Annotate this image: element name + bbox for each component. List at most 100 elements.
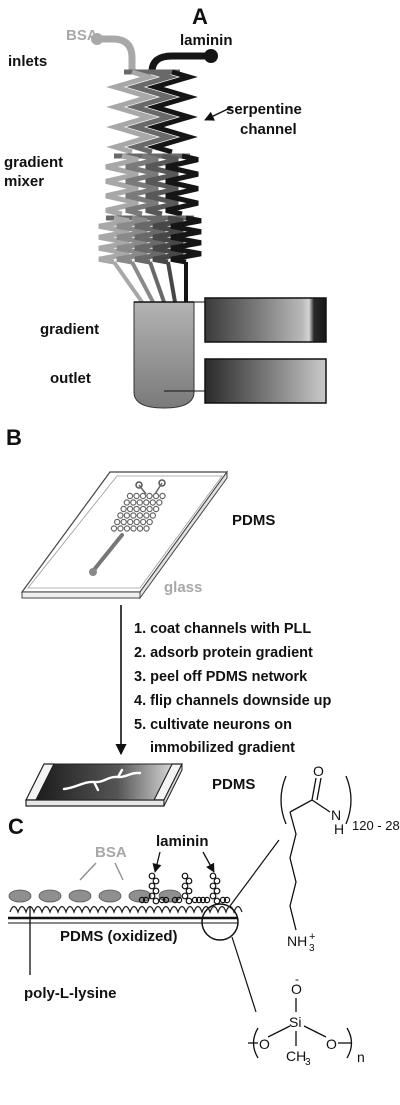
gradient-mixer-network: [98, 69, 202, 304]
bsa-molecule: [68, 889, 92, 903]
siloxane-oxygen-right: O: [326, 1036, 337, 1052]
amide-hydrogen: H: [334, 821, 344, 837]
inlets-label: inlets: [8, 53, 47, 70]
surface-layers: [8, 872, 243, 924]
channel-loop: [117, 525, 124, 532]
serpentine-channel: [165, 153, 199, 217]
siloxane-oxygen-left: O: [259, 1036, 270, 1052]
amine-charge: +: [309, 931, 315, 943]
bsa-label: BSA: [66, 27, 98, 44]
process-steps: 1. coat channels with PLL 2. adsorb prot…: [134, 621, 332, 756]
channel-loop: [120, 505, 127, 513]
channel-loop: [146, 518, 153, 526]
siloxane-methyl-sub: 3: [305, 1057, 311, 1068]
laminin-molecules: [138, 872, 231, 905]
channel-loop: [133, 492, 140, 500]
zoom-line-upper: [229, 839, 280, 907]
amide-nitrogen: N: [331, 807, 341, 823]
channel-loop: [120, 518, 127, 526]
outlet-channel: [133, 301, 195, 409]
channel-loop: [139, 518, 147, 526]
channel-loop: [133, 518, 140, 526]
bsa-molecule: [98, 889, 122, 903]
serpentine-channel: [105, 153, 139, 217]
channel-loop: [110, 525, 118, 532]
step-5-continued: immobilized gradient: [150, 740, 295, 756]
poly-l-lysine-layer: [9, 905, 243, 914]
serpentine-channel: [152, 215, 184, 265]
bsa-label-c: BSA: [95, 844, 127, 861]
bsa-molecules: [8, 889, 182, 903]
step-4: 4. flip channels downside up: [134, 693, 332, 709]
channel-loop: [152, 492, 160, 500]
amine-subscript: 3: [309, 943, 315, 954]
channel-loop: [139, 505, 147, 513]
channel-loop: [136, 512, 144, 519]
serpentine-channel: [116, 215, 148, 265]
channel-loop: [143, 525, 150, 532]
serpentine-channel: [134, 215, 166, 265]
siloxane-charge: -: [295, 972, 299, 986]
laminin-molecule: [138, 872, 170, 905]
serpentine-channel: [146, 69, 198, 155]
laminin-molecule: [199, 872, 231, 905]
serpentine-label-2: channel: [240, 121, 297, 138]
mixer-label-2: mixer: [4, 173, 44, 190]
flipped-pdms-chip: [25, 763, 183, 807]
pdms-network-on-glass: [89, 479, 166, 576]
channel-loop: [149, 512, 157, 519]
channel-loop: [143, 512, 150, 519]
channel-loop: [139, 492, 147, 500]
zoom-circle: [201, 903, 239, 941]
fan-in-channel: [112, 260, 144, 304]
channel-loop: [136, 525, 144, 532]
polylysine-structure: O N H 120 - 280 NH + 3: [280, 763, 400, 954]
neuron-on-gradient: [62, 768, 142, 792]
panel-c-label: C: [8, 814, 24, 839]
zoom-line-lower: [231, 936, 257, 1013]
siloxane-structure: O - Si CH 3 O O n: [248, 972, 365, 1068]
gradient-fluorescence-image: [204, 297, 327, 343]
glass-slide: [20, 470, 229, 600]
serpentine-label-1: serpentine: [226, 101, 302, 118]
bsa-molecule: [38, 889, 62, 903]
bsa-inlet: [91, 33, 136, 72]
pdms-oxidized-label: PDMS (oxidized): [60, 928, 178, 945]
glass-label: glass: [164, 579, 202, 596]
channel-loop: [126, 518, 134, 526]
step-1: 1. coat channels with PLL: [134, 621, 311, 637]
outlet-fluorescence-image: [204, 358, 327, 404]
outlet-label: outlet: [50, 370, 91, 387]
siloxane-repeat-n: n: [357, 1049, 365, 1065]
laminin-label-c: laminin: [156, 833, 209, 850]
polymer-subscript: 120 - 280: [352, 818, 400, 833]
laminin-molecule: [171, 872, 203, 905]
step-5: 5. cultivate neurons on: [134, 717, 292, 733]
channel-loop: [149, 499, 156, 506]
laminin-label: laminin: [180, 32, 233, 49]
channel-loop: [130, 512, 137, 519]
serpentine-channel: [106, 69, 158, 155]
channel-loop: [146, 492, 153, 500]
channel-loop: [130, 499, 137, 506]
channel-loop: [126, 492, 134, 500]
channel-loop: [146, 505, 153, 513]
serpentine-channel: [126, 69, 178, 155]
laminin-inlet: [148, 49, 218, 73]
fan-in-channel: [148, 261, 166, 303]
channel-loop: [117, 512, 124, 519]
serpentine-channel: [98, 215, 130, 265]
siloxane-methyl: CH: [286, 1048, 306, 1064]
fan-in-channel: [166, 261, 177, 303]
channel-loop: [123, 512, 131, 519]
channel-loop: [133, 505, 140, 513]
channel-loop: [143, 499, 150, 506]
serpentine-channel: [145, 153, 179, 217]
bsa-molecule: [8, 889, 32, 903]
amine-label: NH: [287, 933, 307, 949]
step-2: 2. adsorb protein gradient: [134, 645, 313, 661]
panel-a-label: A: [192, 4, 208, 29]
serpentine-channel: [170, 215, 202, 265]
